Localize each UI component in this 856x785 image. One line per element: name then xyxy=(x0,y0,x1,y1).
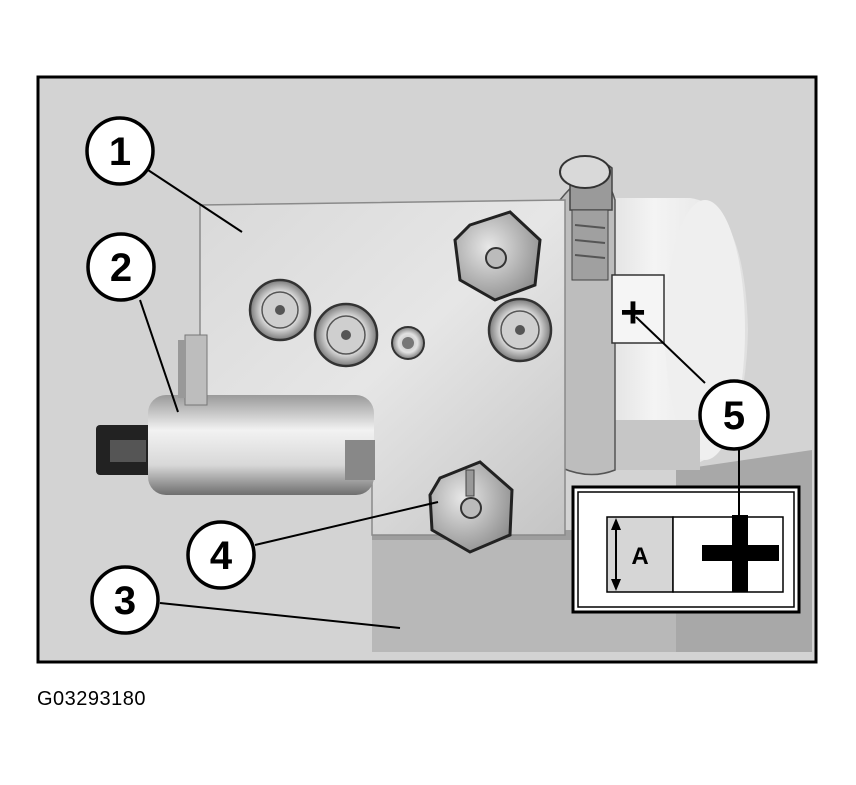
port-plug-1 xyxy=(248,278,312,342)
leader-line-5a xyxy=(635,316,706,384)
leader-line-4 xyxy=(254,501,439,546)
hex-nut-top xyxy=(453,210,542,302)
leader-lines xyxy=(139,169,740,629)
terminal-polarity-label: + xyxy=(611,274,665,344)
callout-3: 3 xyxy=(90,565,160,635)
callout-4: 4 xyxy=(186,520,256,590)
port-plug-2 xyxy=(313,302,379,368)
port-plug-4 xyxy=(487,297,553,363)
inset-plus-vertical xyxy=(732,515,748,592)
terminal-plus-symbol: + xyxy=(620,288,646,337)
callout-number-4: 4 xyxy=(210,534,233,578)
callout-5: 5 xyxy=(698,379,770,451)
callout-number-3: 3 xyxy=(114,579,136,623)
callout-number-2: 2 xyxy=(110,246,132,290)
callout-2: 2 xyxy=(86,232,156,302)
callout-number-5: 5 xyxy=(723,394,745,438)
polarity-inset-box: A xyxy=(571,485,801,614)
port-plug-3 xyxy=(391,326,425,360)
hose-clamp xyxy=(559,155,616,476)
callout-number-1: 1 xyxy=(109,130,131,174)
leader-line-3 xyxy=(159,602,401,629)
solenoid-cylinder xyxy=(96,334,375,495)
inset-scale-label: A xyxy=(631,543,648,570)
callout-1: 1 xyxy=(85,116,155,186)
leader-line-2 xyxy=(139,299,179,413)
hex-nut-bottom xyxy=(428,460,514,554)
leader-line-1 xyxy=(147,169,243,233)
figure-image-id: G03293180 xyxy=(37,688,147,710)
